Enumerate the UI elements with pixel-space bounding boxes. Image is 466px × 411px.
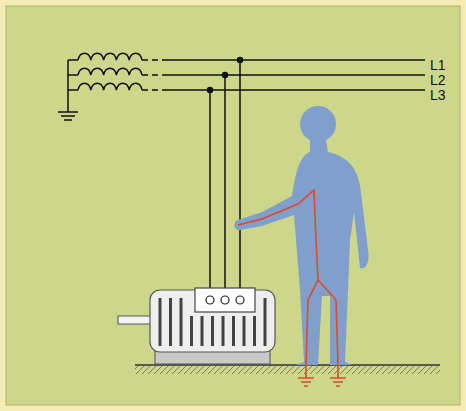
cooling-fin: [243, 316, 246, 346]
neutral-ground: [58, 60, 78, 120]
coil-winding: [78, 83, 142, 90]
cooling-fin: [211, 316, 214, 346]
ground-hatching: [135, 365, 440, 374]
line-label-wrap: L2: [430, 71, 446, 89]
coil-winding: [78, 68, 142, 75]
cooling-fin: [264, 298, 267, 346]
person-ground-symbols: [298, 378, 346, 386]
phase-label: L2: [430, 72, 446, 88]
cooling-fin: [190, 316, 193, 346]
line-label-wrap: L1: [430, 56, 446, 74]
cooling-fin: [232, 316, 235, 346]
phase-label: L1: [430, 57, 446, 73]
motor-feeds: [208, 58, 243, 301]
cooling-fin: [253, 316, 256, 346]
phase-label: L3: [430, 87, 446, 103]
cooling-fin: [180, 298, 183, 346]
person-silhouette: [234, 106, 368, 365]
cooling-fin: [169, 298, 172, 346]
cooling-fin: [159, 298, 162, 346]
cooling-fin: [201, 316, 204, 346]
motor: [118, 288, 275, 364]
supply-lines: [142, 60, 425, 90]
line-label-wrap: L3: [430, 86, 446, 104]
cooling-fin: [222, 316, 225, 346]
coil-winding: [78, 53, 142, 60]
transformer-coils: [78, 53, 142, 90]
current-path: [238, 190, 338, 378]
panel: [6, 6, 460, 405]
